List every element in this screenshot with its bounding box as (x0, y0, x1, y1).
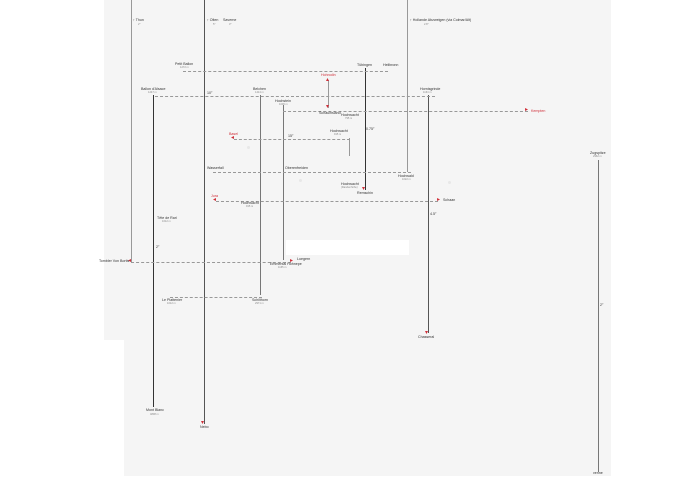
line-hornisgrinde (428, 95, 429, 333)
label-hochwacht1-alt: 795 m (345, 117, 353, 120)
arrow-schauinsland: ▾ (326, 104, 330, 110)
label-hochwacht2-alt: 915 m (334, 133, 342, 136)
arrow-chasseral: ▾ (425, 330, 429, 336)
label-emmental-alt: 1165 m (278, 266, 287, 269)
label-remschin: Remschin (357, 191, 373, 195)
angle-a3: 15° (288, 134, 294, 138)
label-hochstein: Hochstein (275, 99, 291, 103)
label-mont-blanc-alt: 4808 m (150, 413, 159, 416)
label-petit-ballon: Petit Ballon (175, 62, 194, 66)
label-dragacher: Zugspitze (590, 151, 606, 155)
diagram-panel (124, 0, 611, 476)
line-wasserfall (213, 172, 411, 173)
line-dragacher (598, 160, 599, 472)
arrow-basel: ◂ (231, 135, 235, 141)
label-hollande: ↑ Hollande Abzweigen (via Colmar/Alt) (410, 18, 472, 22)
label-ballon-alsace: Ballon d'Alsace (141, 87, 166, 91)
label-le-plattenier: Le Plattenier (162, 298, 183, 302)
label-olten-deg: 5° (213, 23, 216, 26)
line-jura (216, 201, 438, 202)
label-schauinsland: Schauinsland (319, 111, 341, 115)
angle-a1: 10° (207, 91, 213, 95)
label-emmental: Emmental Hohnepe (270, 262, 302, 266)
dot-2 (448, 181, 451, 184)
label-hochwald: Hochwald (398, 174, 414, 178)
label-schilthorn-alt: 2971 m (255, 302, 264, 305)
diagram-panel-left (104, 0, 124, 340)
line-plattenier (170, 297, 262, 298)
dot-3 (247, 146, 250, 149)
label-nebo: Nebo (200, 425, 209, 429)
label-kempten: Kempten (531, 109, 546, 113)
label-hornisgrinde: Hornisgrinde (420, 87, 441, 91)
line-petit-ballon (183, 71, 388, 72)
line-hochstein (283, 105, 284, 260)
label-olten: ↑ Olten (207, 18, 219, 22)
arrow-tombler: ◂ (128, 258, 132, 264)
label-oberenfreiden: Oberenfreiden (285, 166, 308, 170)
label-venne: venne (593, 471, 603, 475)
blank-area (286, 240, 409, 255)
label-saverne-deg: 3° (229, 23, 232, 26)
line-hochwacht2 (349, 138, 350, 156)
line-belchen (260, 95, 261, 295)
label-thun-deg: 2° (138, 23, 141, 26)
label-hochwald-alt: 1022 m (402, 178, 411, 181)
line-kempten (283, 111, 528, 112)
line-olten (204, 0, 205, 424)
arrow-luegern: ▸ (290, 258, 294, 264)
label-hochwacht2: Hochwacht (330, 129, 348, 133)
label-belchen: Belchen (253, 87, 266, 91)
label-le-plattenier-alt: 1012 m (167, 302, 176, 305)
angle-a5: 2° (156, 245, 160, 249)
label-mont-blanc: Mont Blanc (146, 408, 164, 412)
label-tombler: Tombler Von Bortis (99, 259, 130, 263)
label-wasserfall: Wasserfall (207, 166, 224, 170)
line-tombler (131, 262, 291, 263)
label-saverne: Saverne (223, 18, 237, 22)
angle-a2: 0.75° (366, 127, 375, 131)
arrow-kempten: ▸ (525, 107, 529, 113)
label-dragacher-alt: 2962 m (593, 155, 602, 158)
line-hohrodin (328, 80, 329, 108)
label-luegern: Luegern (297, 257, 311, 261)
label-schilthorn: Schilthorn (252, 298, 268, 302)
label-hochwacht1: Hochwacht (341, 113, 359, 117)
label-hochwacht3-sub: (Randenhöhe) (341, 186, 358, 189)
arrow-nebo: ▾ (201, 420, 205, 426)
angle-a6: 2° (600, 303, 604, 307)
label-hollande-deg: 2.8° (424, 23, 429, 26)
line-basel (234, 139, 350, 140)
label-hornisgrinde-alt: 1164 m (423, 91, 432, 94)
label-heilbronn: Heilbronn (383, 63, 399, 67)
label-hochwacht4: Hochwacht (241, 201, 259, 205)
label-chasseral: Chasseral (418, 335, 435, 339)
label-belchen-alt: 1414 m (255, 91, 264, 94)
label-schaan: Schaan (443, 198, 456, 202)
label-hochwacht4-alt: 915 m (246, 205, 254, 208)
line-ballon-montblanc (153, 95, 154, 407)
line-tuebingen (365, 68, 366, 190)
label-tuebingen: Tübingen (357, 63, 372, 67)
label-basel: Basel (229, 132, 238, 136)
label-tete-de-rari-alt: 1612 m (162, 220, 171, 223)
label-petit-ballon-alt: 1272 m (180, 66, 189, 69)
label-thun: ↑ Thun (133, 18, 144, 22)
line-ballon-row (155, 96, 435, 97)
label-hochwacht3: Hochwacht (341, 182, 359, 186)
label-hochstein-alt: 1006 m (279, 103, 288, 106)
arrow-jura: ◂ (213, 197, 217, 203)
angle-a4: 4.5° (430, 212, 437, 216)
label-hohrodin: Hohrodin (321, 73, 336, 77)
arrow-remschin: ▾ (362, 186, 366, 192)
line-thun (131, 0, 132, 262)
dot-1 (299, 179, 302, 182)
label-jura: Jura (211, 194, 218, 198)
label-ballon-alsace-alt: 1247 m (148, 91, 157, 94)
arrow-schaan: ▸ (437, 197, 441, 203)
arrow-hohrodin: ▴ (326, 77, 330, 83)
label-tete-de-rari: Tête de Rari (157, 216, 177, 220)
line-hollande (407, 0, 408, 172)
